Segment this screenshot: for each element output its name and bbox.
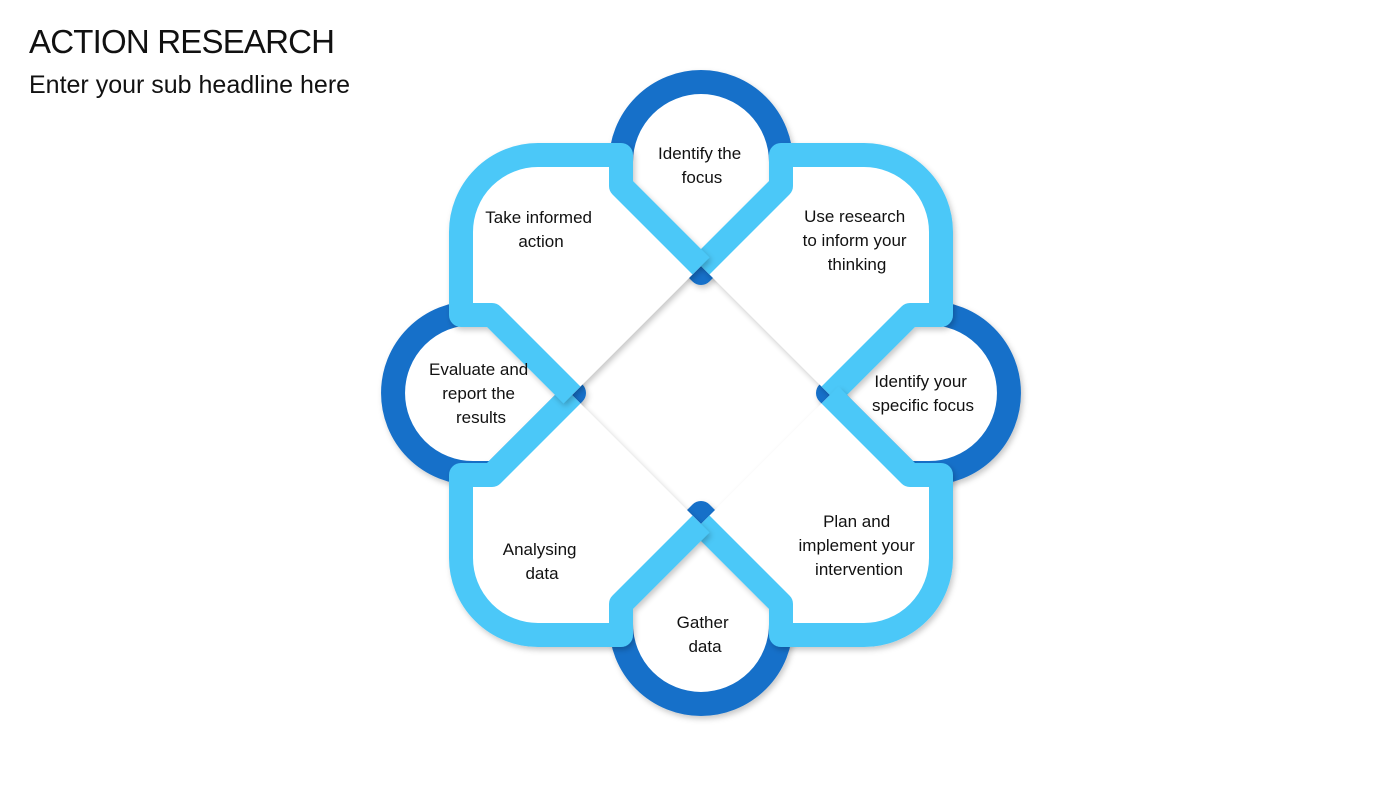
step-label-plan-and-implement: Plan and implement your intervention xyxy=(799,512,920,579)
step-label-identify-the-focus: Identify the focus xyxy=(658,144,746,187)
petal-use-research xyxy=(692,143,953,404)
step-label-use-research: Use research to inform your thinking xyxy=(803,207,912,274)
step-label-evaluate-and-report: Evaluate and report the results xyxy=(429,360,533,427)
step-label-gather-data: Gather data xyxy=(677,613,734,656)
step-label-identify-specific-focus: Identify your specific focus xyxy=(872,372,974,415)
petal-take-informed-action xyxy=(449,143,710,404)
page-subtitle: Enter your sub headline here xyxy=(29,71,351,99)
petal-analysing-data xyxy=(449,386,710,647)
step-label-take-informed-action: Take informed action xyxy=(485,208,597,251)
page-title: ACTION RESEARCH xyxy=(29,23,335,60)
petal-plan-and-implement xyxy=(692,386,953,647)
step-label-analysing-data: Analysing data xyxy=(503,540,581,583)
